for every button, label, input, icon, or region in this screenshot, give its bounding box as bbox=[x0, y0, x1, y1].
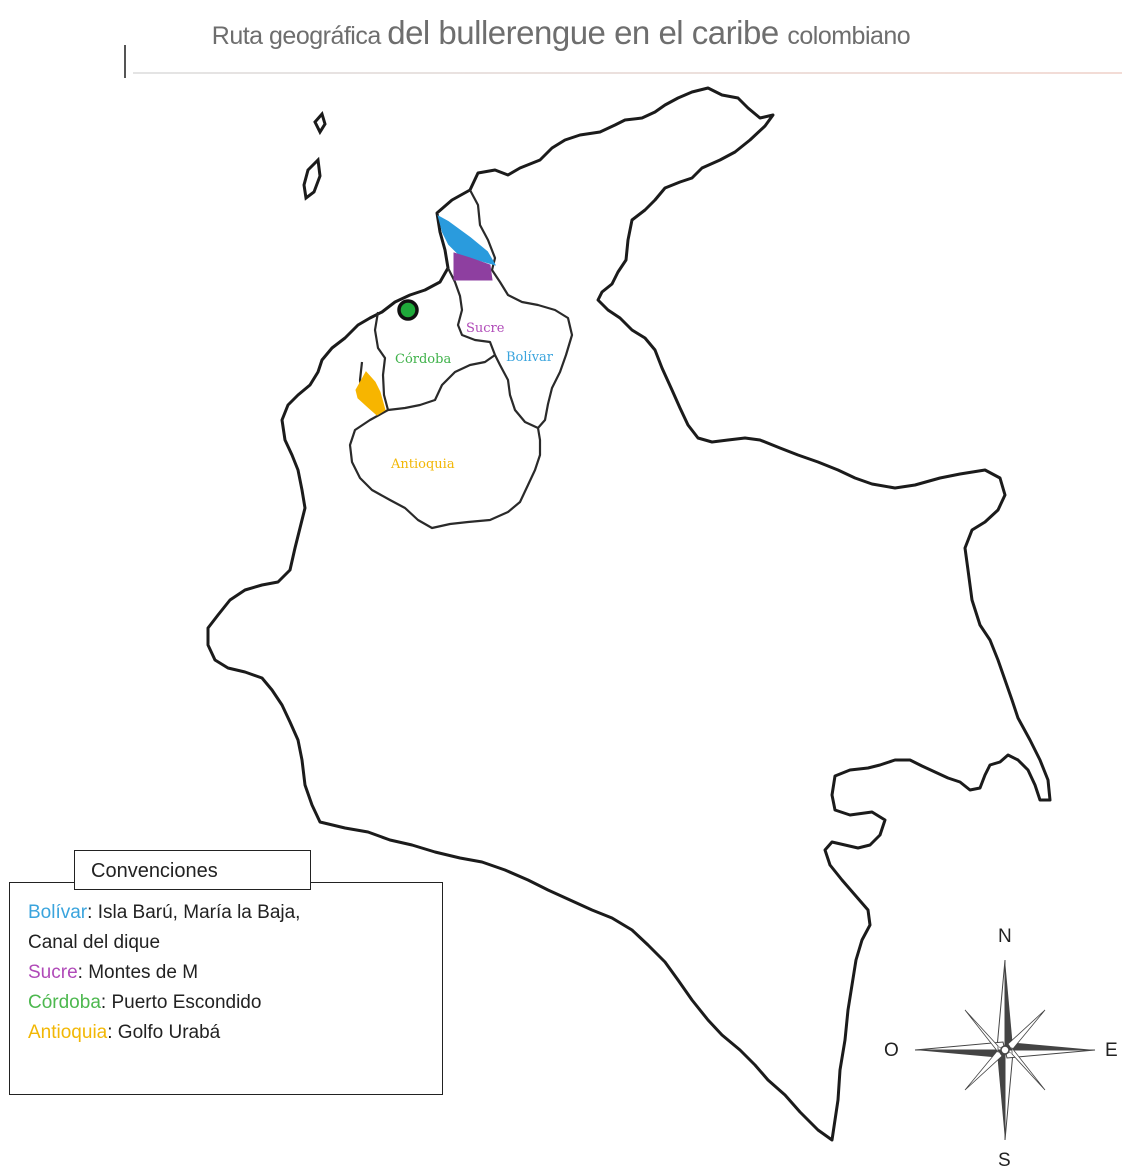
compass-needle-west bbox=[915, 1050, 1005, 1058]
cordoba-point-marker bbox=[397, 299, 419, 321]
compass-needle-south bbox=[997, 1050, 1005, 1140]
region-label-cordoba: Córdoba bbox=[395, 352, 452, 367]
legend-key-antioquia: Antioquia bbox=[28, 1022, 108, 1043]
legend-key-sucre: Sucre bbox=[28, 962, 78, 983]
legend-item-antioquia: Antioquia: Golfo Urabá bbox=[28, 1018, 428, 1048]
compass-rose bbox=[914, 959, 1096, 1141]
legend-desc-bolivar-cont: Canal del dique bbox=[28, 932, 161, 953]
title-part-3: colombiano bbox=[787, 22, 911, 50]
compass-needle-north bbox=[1005, 960, 1013, 1050]
legend-desc-antioquia: : Golfo Urabá bbox=[107, 1022, 221, 1043]
region-label-sucre: Sucre bbox=[466, 321, 505, 336]
legend-desc-sucre: : Montes de M bbox=[77, 962, 199, 983]
bolivar-area-marker bbox=[437, 214, 497, 266]
legend-key-cordoba: Córdoba bbox=[28, 992, 101, 1013]
map-title: Ruta geográfica del bullerengue en el ca… bbox=[0, 14, 1122, 52]
legend-panel bbox=[9, 882, 443, 1095]
legend-list: Bolívar: Isla Barú, María la Baja, Canal… bbox=[28, 898, 428, 1048]
legend-desc-bolivar: : Isla Barú, María la Baja, bbox=[87, 902, 301, 923]
antioquia-area-marker bbox=[355, 371, 386, 416]
legend-desc-cordoba: : Puerto Escondido bbox=[100, 992, 262, 1013]
legend-item-cordoba: Córdoba: Puerto Escondido bbox=[28, 988, 428, 1018]
legend-key-bolivar: Bolívar bbox=[28, 902, 88, 923]
legend-header: Convenciones bbox=[74, 850, 311, 890]
title-divider bbox=[133, 72, 1122, 74]
compass-needle-east bbox=[1005, 1042, 1095, 1050]
legend-title: Convenciones bbox=[91, 860, 218, 882]
compass-south-label: S bbox=[998, 1150, 1011, 1171]
title-part-1: Ruta geográfica bbox=[211, 22, 388, 50]
san-andres-island bbox=[313, 110, 327, 136]
text-cursor bbox=[124, 45, 126, 78]
region-label-bolivar: Bolívar bbox=[506, 350, 554, 365]
region-label-antioquia: Antioquia bbox=[391, 457, 455, 472]
compass-east-label: E bbox=[1105, 1040, 1118, 1061]
sucre-area-marker bbox=[453, 252, 493, 281]
providencia-island bbox=[302, 156, 322, 201]
legend-item-sucre: Sucre: Montes de M bbox=[28, 958, 428, 988]
legend-item-bolivar: Bolívar: Isla Barú, María la Baja, bbox=[28, 898, 428, 928]
department-borders bbox=[348, 189, 574, 530]
colombia-outline bbox=[206, 86, 1052, 1142]
compass-west-label: O bbox=[884, 1040, 899, 1061]
compass-north-label: N bbox=[998, 926, 1012, 947]
title-part-2: del bullerengue en el caribe bbox=[387, 14, 788, 51]
legend-item-bolivar-cont: Canal del dique bbox=[28, 928, 428, 958]
